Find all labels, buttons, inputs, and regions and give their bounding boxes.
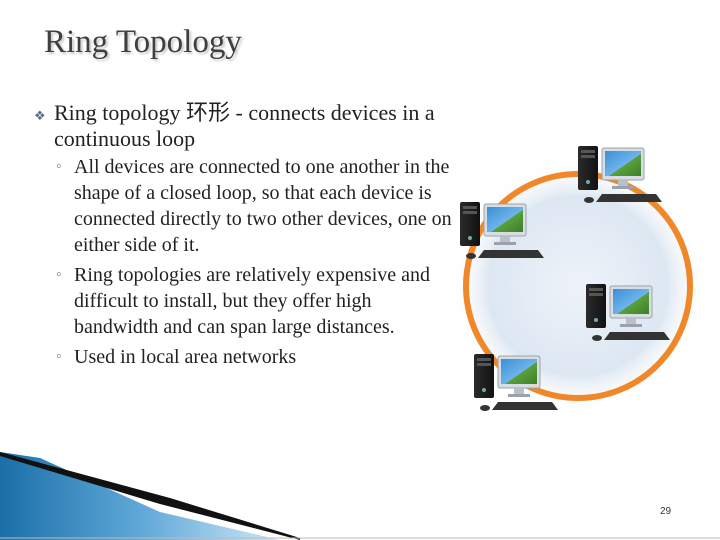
footer-dark-line bbox=[0, 452, 300, 540]
slide-title: Ring Topology bbox=[44, 24, 242, 60]
page-number: 29 bbox=[660, 506, 672, 517]
sub-bullet-text: Ring topologies are relatively expensive… bbox=[74, 264, 431, 338]
sub-bullet-item: ◦ Used in local area networks bbox=[54, 344, 454, 370]
sub-bullet-text: All devices are connected to one another… bbox=[74, 156, 452, 256]
bullet-list: ❖ Ring topology 环形 - connects devices in… bbox=[34, 100, 454, 370]
sub-bullet-item: ◦ All devices are connected to one anoth… bbox=[54, 154, 454, 258]
ring-bullet-icon: ◦ bbox=[56, 348, 62, 365]
sub-bullet-item: ◦ Ring topologies are relatively expensi… bbox=[54, 262, 454, 340]
footer-decoration bbox=[0, 452, 720, 540]
bullet-item: ❖ Ring topology 环形 - connects devices in… bbox=[34, 100, 454, 152]
section-marker-icon: ❖ bbox=[34, 108, 46, 123]
ring-bullet-icon: ◦ bbox=[56, 158, 62, 175]
bullet-text: Ring topology 环形 - connects devices in a… bbox=[54, 100, 435, 151]
ring-bullet-icon: ◦ bbox=[56, 266, 62, 283]
ring-topology-diagram bbox=[450, 145, 706, 414]
sub-bullet-text: Used in local area networks bbox=[74, 346, 297, 368]
